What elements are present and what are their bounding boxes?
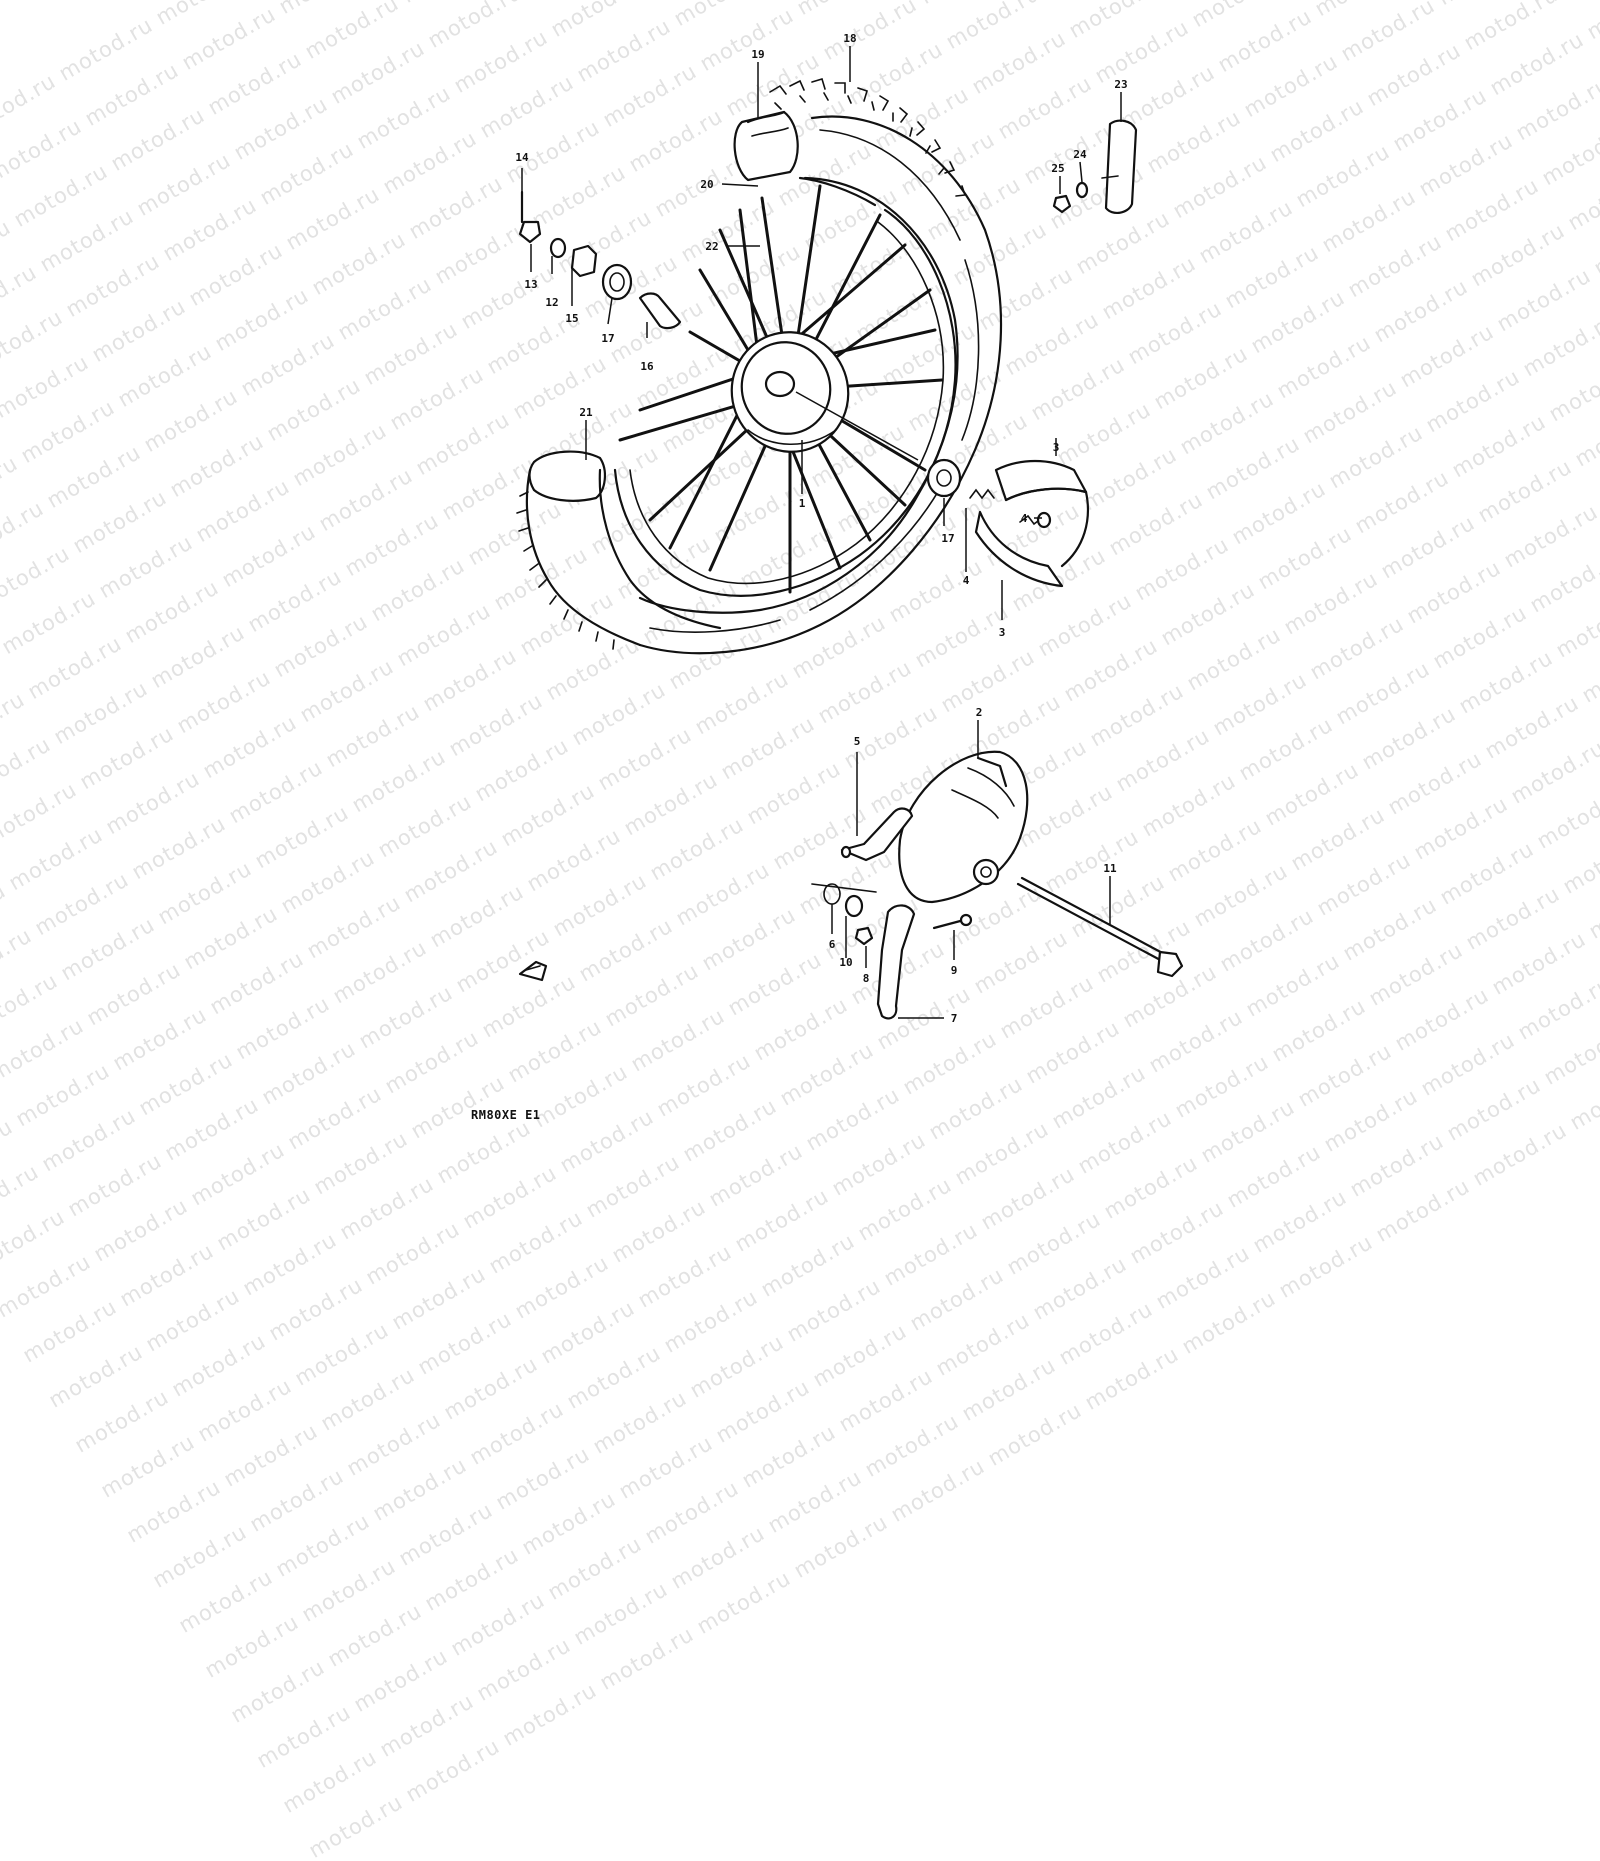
callout-1: 1 [799,497,806,510]
callout-19: 19 [751,48,764,61]
callout-13: 13 [524,278,537,291]
callout-5: 5 [854,735,861,748]
diagram-caption: RM80XE E1 [471,1108,541,1122]
callout-20: 20 [700,178,713,191]
callout-14: 14 [515,151,529,164]
callout-25: 25 [1051,162,1064,175]
axle-shaft [1016,876,1184,978]
callout-24: 24 [1073,148,1087,161]
exploded-wheel-diagram: 1 2 3 3 4 4 5 6 7 8 9 10 11 12 13 14 15 … [515,32,1184,1025]
callout-4-left: 4 [963,574,970,587]
front-direction-arrow-icon [518,960,548,982]
callout-7: 7 [951,1012,958,1025]
brake-shoes [969,459,1090,588]
brake-cam [840,807,914,862]
callout-3-upper: 3 [1053,441,1060,454]
callout-12: 12 [545,296,558,309]
callout-3-lower: 3 [999,626,1006,639]
leader-lines [521,46,1122,1019]
callout-9: 9 [951,964,958,977]
rim [613,176,957,597]
callout-23: 23 [1114,78,1127,91]
callout-8: 8 [863,972,870,985]
brake-panel [898,750,1029,904]
callout-10: 10 [839,956,852,969]
bearing-right [926,458,962,498]
callout-17-left: 17 [601,332,614,345]
callout-22: 22 [705,240,718,253]
callout-6: 6 [829,938,836,951]
callout-18: 18 [843,32,856,45]
callout-21: 21 [579,406,593,419]
callout-numbers: 1 2 3 3 4 4 5 6 7 8 9 10 11 12 13 14 15 … [515,32,1127,1025]
callout-2: 2 [976,706,983,719]
axle-stack-left [518,190,682,330]
callout-17-right: 17 [941,532,954,545]
tire [516,78,1003,655]
callout-4-right: 4 [1021,512,1028,525]
callout-15: 15 [565,312,578,325]
reflector-assembly [1052,119,1138,214]
hub [730,331,919,461]
callout-16: 16 [640,360,654,373]
brake-lever-assembly [811,883,973,1020]
callout-11: 11 [1103,862,1117,875]
